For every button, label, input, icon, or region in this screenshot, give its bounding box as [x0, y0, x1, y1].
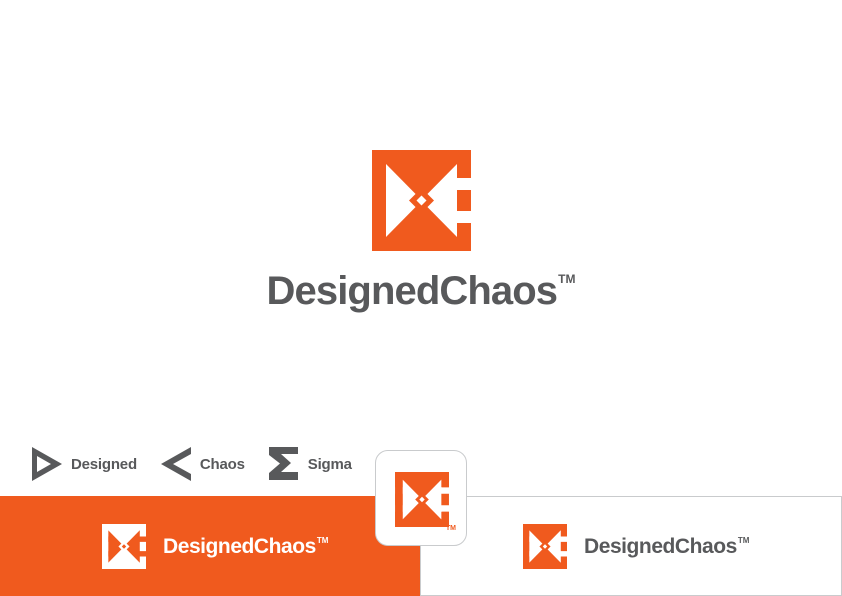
- lockup-wordmark: DesignedChaos TM: [584, 536, 749, 557]
- orange-band-panel: DesignedChaos TM: [0, 496, 420, 596]
- lockup-wordmark: DesignedChaos TM: [163, 536, 328, 557]
- trademark-symbol: TM: [445, 525, 456, 532]
- wordmark-text: DesignedChaos: [266, 269, 558, 313]
- trademark-symbol: TM: [558, 272, 576, 286]
- designedchaos-monogram-icon: [102, 523, 146, 569]
- primary-wordmark: DesignedChaos TM: [267, 271, 576, 311]
- designedchaos-monogram-icon: [523, 523, 567, 569]
- wordmark-text: DesignedChaos: [584, 534, 737, 558]
- primary-logo-lockup: DesignedChaos TM: [0, 150, 842, 311]
- horizontal-lockup-primary: DesignedChaos TM: [523, 523, 749, 569]
- designedchaos-monogram-icon: [371, 150, 471, 251]
- concept-shapes-row: Designed Chaos Sigma: [30, 446, 352, 482]
- concept-item-designed: Designed: [30, 446, 137, 482]
- chevron-left-outline-icon: [160, 447, 191, 481]
- designedchaos-monogram-icon: [395, 472, 449, 527]
- white-band-panel: DesignedChaos TM: [420, 496, 842, 596]
- concept-item-sigma: Sigma: [267, 446, 352, 482]
- trademark-symbol: TM: [316, 535, 329, 545]
- horizontal-lockup-reversed: DesignedChaos TM: [102, 523, 328, 569]
- wordmark-text: DesignedChaos: [163, 534, 316, 558]
- sigma-outline-icon: [268, 447, 298, 480]
- triangle-outline-icon: [32, 447, 62, 481]
- app-icon-card: TM: [375, 450, 467, 546]
- concept-item-chaos: Chaos: [159, 446, 245, 482]
- concept-label-chaos: Chaos: [199, 455, 245, 473]
- concept-label-designed: Designed: [71, 455, 137, 473]
- trademark-symbol: TM: [737, 535, 750, 545]
- concept-label-sigma: Sigma: [307, 455, 352, 473]
